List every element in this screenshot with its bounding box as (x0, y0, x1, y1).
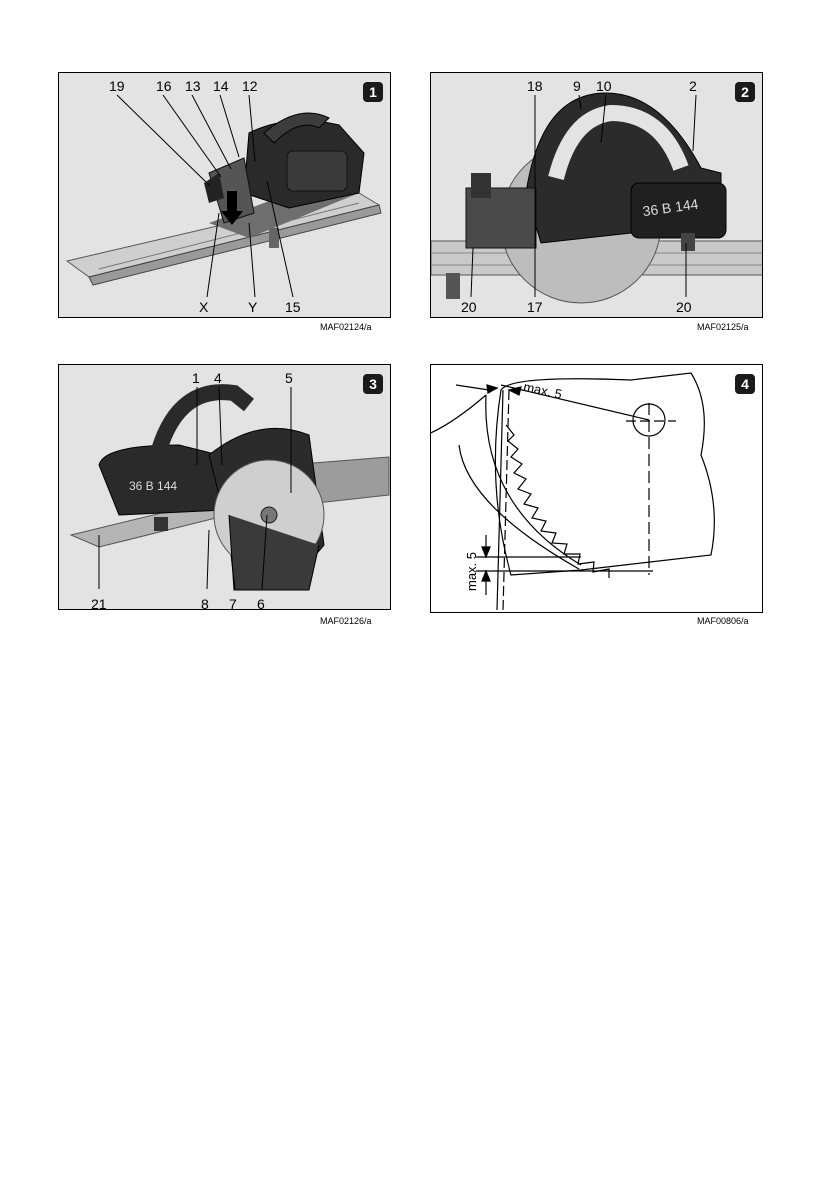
figure-code: MAF02126/a (320, 616, 372, 626)
figure-code: MAF00806/a (697, 616, 749, 626)
figure-number-badge: 3 (363, 374, 383, 394)
saw-front-view-illustration: 36 B 144 (59, 365, 391, 610)
callout-label: 15 (285, 300, 301, 314)
callout-label: 7 (229, 597, 237, 610)
callout-label: 14 (213, 79, 229, 93)
callout-label: 6 (257, 597, 265, 610)
callout-label: 2 (689, 79, 697, 93)
callout-label: 19 (109, 79, 125, 93)
callout-label: 9 (573, 79, 581, 93)
figure-1: 1 19 16 13 14 12 X Y 15 (58, 72, 391, 318)
callout-label: 1 (192, 371, 200, 385)
callout-label: 8 (201, 597, 209, 610)
callout-label: X (199, 300, 208, 314)
callout-label: 10 (596, 79, 612, 93)
callout-label: 5 (285, 371, 293, 385)
saw-side-view-illustration: 36 B 144 (431, 73, 763, 318)
callout-label: 16 (156, 79, 172, 93)
callout-label: 4 (214, 371, 222, 385)
dimension-label-side: max. 5 (465, 552, 478, 591)
callout-label: 20 (461, 300, 477, 314)
figure-2: 36 B 144 2 18 9 10 2 20 17 20 (430, 72, 763, 318)
figure-4: 4 max. 5 max. 5 (430, 364, 763, 613)
figure-code: MAF02124/a (320, 322, 372, 332)
callout-label: 18 (527, 79, 543, 93)
callout-label: 17 (527, 300, 543, 314)
figure-3: 36 B 144 3 1 4 5 21 8 7 6 (58, 364, 391, 610)
model-text: 36 B 144 (129, 479, 177, 493)
callout-label: 21 (91, 597, 107, 610)
figure-number-badge: 4 (735, 374, 755, 394)
callout-label: 13 (185, 79, 201, 93)
callout-label: 20 (676, 300, 692, 314)
blade-wear-diagram (431, 365, 763, 613)
figure-number-badge: 2 (735, 82, 755, 102)
figure-code: MAF02125/a (697, 322, 749, 332)
callout-label: 12 (242, 79, 258, 93)
saw-on-rail-illustration (59, 73, 391, 318)
figure-number-badge: 1 (363, 82, 383, 102)
callout-label: Y (248, 300, 257, 314)
